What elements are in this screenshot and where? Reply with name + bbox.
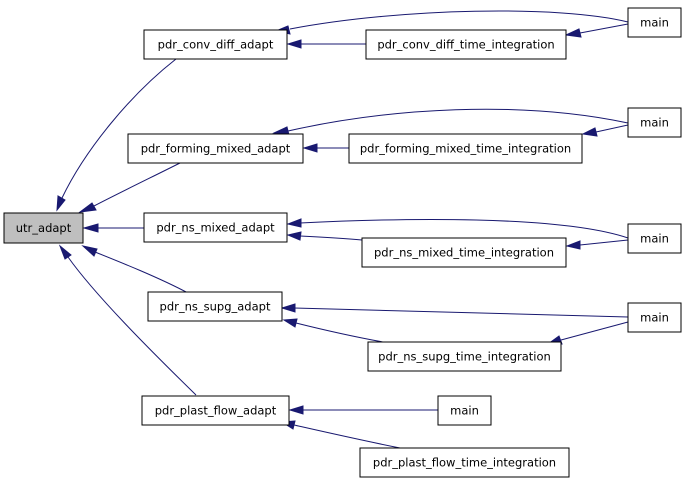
edge-ns-supg-time-to-ns-supg-adapt	[282, 318, 384, 343]
node-label: pdr_ns_mixed_adapt	[156, 221, 275, 235]
node-label: main	[640, 16, 669, 30]
node-label: main	[640, 116, 669, 130]
node-main-2[interactable]: main	[627, 107, 682, 138]
node-label: pdr_conv_diff_time_integration	[377, 38, 554, 52]
edge-forming-mixed-time-to-forming-mixed-adapt	[302, 143, 349, 153]
edge-main3-to-ns-mixed-time-integration	[565, 239, 629, 250]
edge-main1-to-conv-diff-time-integration	[564, 23, 629, 38]
node-pdr-forming-mixed-adapt[interactable]: pdr_forming_mixed_adapt	[127, 133, 304, 164]
edge-main4-to-ns-supg-time-integration	[546, 321, 629, 345]
node-label: main	[640, 232, 669, 246]
node-pdr-ns-supg-time-integration[interactable]: pdr_ns_supg_time_integration	[367, 341, 562, 372]
edge-main5-to-plast-flow-adapt	[288, 405, 438, 415]
node-pdr-conv-diff-time-integration[interactable]: pdr_conv_diff_time_integration	[365, 29, 567, 60]
node-pdr-forming-mixed-time-integration[interactable]: pdr_forming_mixed_time_integration	[348, 133, 583, 164]
edge-main2-to-forming-mixed-time-integration	[581, 124, 629, 137]
node-label: utr_adapt	[16, 221, 72, 235]
node-pdr-plast-flow-time-integration[interactable]: pdr_plast_flow_time_integration	[359, 447, 570, 478]
node-label: pdr_plast_flow_time_integration	[373, 456, 556, 470]
node-pdr-ns-mixed-adapt[interactable]: pdr_ns_mixed_adapt	[143, 212, 288, 243]
node-label: pdr_ns_supg_time_integration	[378, 350, 551, 364]
edge-main3-to-ns-mixed-adapt	[286, 218, 629, 239]
nodes: utr_adapt pdr_conv_diff_adapt pdr_conv_d…	[3, 7, 682, 478]
edges	[56, 10, 629, 449]
edge-conv-diff-adapt-to-utr	[56, 58, 177, 212]
edge-main4-to-ns-supg-adapt	[280, 303, 629, 318]
node-pdr-ns-mixed-time-integration[interactable]: pdr_ns_mixed_time_integration	[361, 237, 567, 268]
node-main-1[interactable]: main	[627, 7, 682, 38]
node-label: pdr_forming_mixed_adapt	[141, 142, 291, 156]
node-label: main	[450, 404, 479, 418]
node-pdr-plast-flow-adapt[interactable]: pdr_plast_flow_adapt	[141, 395, 290, 426]
node-main-5[interactable]: main	[437, 395, 492, 426]
edge-plast-flow-adapt-to-utr	[58, 244, 197, 396]
edge-main2-to-forming-mixed-adapt	[272, 108, 629, 136]
node-label: pdr_plast_flow_adapt	[155, 404, 277, 418]
node-label: pdr_conv_diff_adapt	[158, 38, 274, 52]
node-pdr-ns-supg-adapt[interactable]: pdr_ns_supg_adapt	[147, 291, 283, 322]
node-label: pdr_forming_mixed_time_integration	[360, 142, 571, 156]
node-main-3[interactable]: main	[627, 223, 682, 254]
node-pdr-conv-diff-adapt[interactable]: pdr_conv_diff_adapt	[143, 29, 288, 60]
node-main-4[interactable]: main	[627, 302, 682, 333]
node-label: pdr_ns_supg_adapt	[160, 300, 271, 314]
node-label: pdr_ns_mixed_time_integration	[374, 246, 554, 260]
edge-forming-mixed-adapt-to-utr	[78, 162, 181, 213]
edge-conv-diff-time-to-conv-diff-adapt	[286, 39, 366, 49]
edge-plast-flow-time-to-plast-flow-adapt	[280, 420, 401, 449]
node-label: main	[640, 311, 669, 325]
node-utr-adapt[interactable]: utr_adapt	[3, 212, 84, 244]
edge-ns-mixed-adapt-to-utr	[82, 223, 144, 233]
edge-ns-mixed-time-to-ns-mixed-adapt	[286, 231, 363, 241]
edge-ns-supg-adapt-to-utr	[81, 245, 189, 294]
